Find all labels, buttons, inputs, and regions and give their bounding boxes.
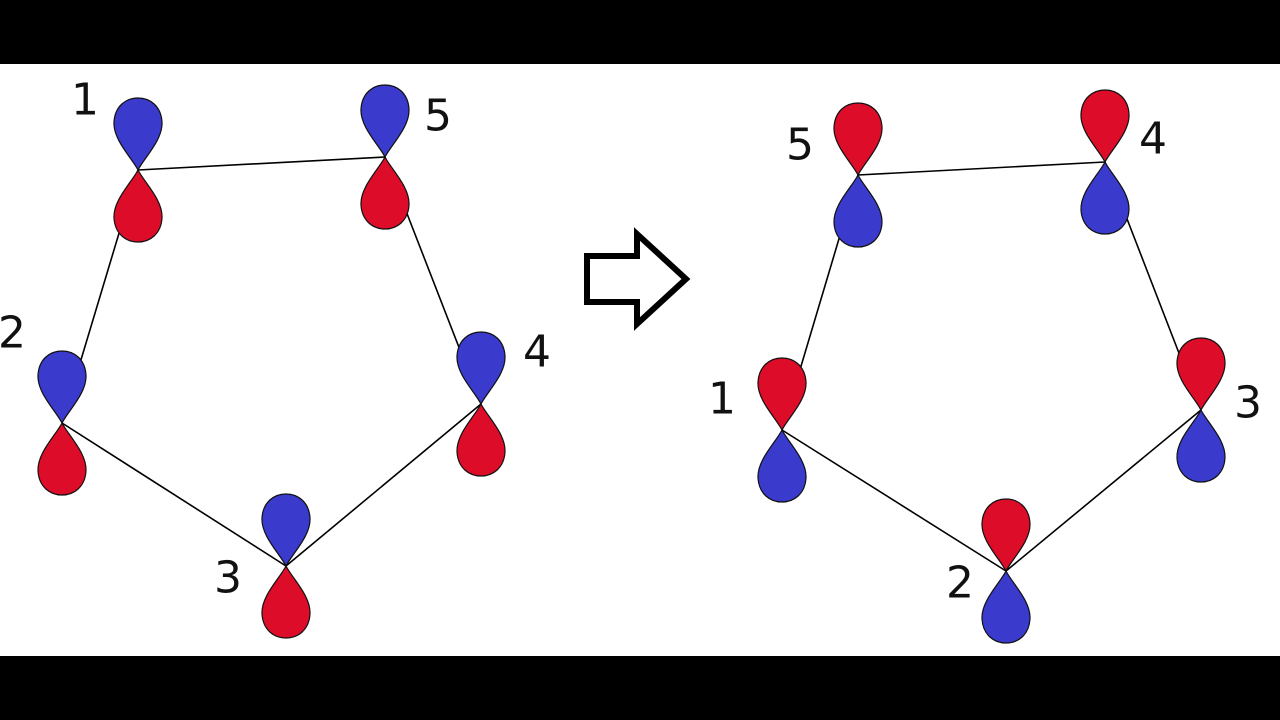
atom-label-5: 5 (786, 120, 814, 171)
orbital-lobe-bottom-red (360, 155, 410, 230)
orbital-lobe-bottom-red (456, 402, 506, 477)
hollow-right-arrow-icon (584, 227, 691, 331)
orbital-lobe-bottom-blue (833, 173, 883, 248)
atom-label-5: 5 (424, 91, 452, 142)
bond-1-5 (137, 156, 386, 171)
bond-1-2 (781, 429, 1007, 572)
orbital-lobe-bottom-red (37, 421, 87, 496)
p-orbital-2 (981, 498, 1031, 644)
bond-5-4 (857, 161, 1106, 176)
atom-label-3: 3 (1234, 378, 1262, 429)
orbital-lobe-top-blue (360, 84, 410, 159)
bond-2-3 (61, 422, 287, 567)
p-orbital-5 (833, 102, 883, 248)
atom-label-1: 1 (71, 75, 99, 126)
p-orbital-1 (757, 357, 807, 503)
p-orbital-3 (261, 493, 311, 639)
orbital-lobe-top-blue (113, 97, 163, 172)
atom-label-1: 1 (708, 374, 736, 425)
bond-3-4 (285, 403, 482, 567)
orbital-lobe-bottom-blue (757, 428, 807, 503)
orbital-lobe-bottom-red (261, 564, 311, 639)
atom-label-2: 2 (946, 558, 974, 609)
orbital-lobe-top-red (833, 102, 883, 177)
p-orbital-3 (1176, 337, 1226, 483)
p-orbital-4 (1080, 89, 1130, 235)
left-ring: 1 2 3 4 5 (0, 75, 551, 639)
atom-label-3: 3 (214, 553, 242, 604)
orbital-lobe-bottom-blue (1176, 408, 1226, 483)
bond-2-3 (1005, 409, 1202, 572)
orbital-lobe-top-blue (261, 493, 311, 568)
orbital-lobe-bottom-blue (1080, 160, 1130, 235)
atom-label-2: 2 (0, 308, 26, 359)
p-orbital-5 (360, 84, 410, 230)
orbital-lobe-top-red (1080, 89, 1130, 164)
atom-label-4: 4 (523, 327, 551, 378)
p-orbital-1 (113, 97, 163, 243)
orbital-lobe-bottom-red (113, 168, 163, 243)
atom-label-4: 4 (1139, 114, 1167, 165)
p-orbital-2 (37, 350, 87, 496)
right-ring: 5 4 1 3 2 (708, 89, 1262, 644)
diagram-panel (0, 64, 1280, 656)
p-orbital-4 (456, 331, 506, 477)
orbital-lobe-top-blue (37, 350, 87, 425)
orbital-lobe-top-red (1176, 337, 1226, 412)
orbital-lobe-top-red (981, 498, 1031, 573)
orbital-lobe-bottom-blue (981, 569, 1031, 644)
orbital-lobe-top-blue (456, 331, 506, 406)
orbital-lobe-top-red (757, 357, 807, 432)
